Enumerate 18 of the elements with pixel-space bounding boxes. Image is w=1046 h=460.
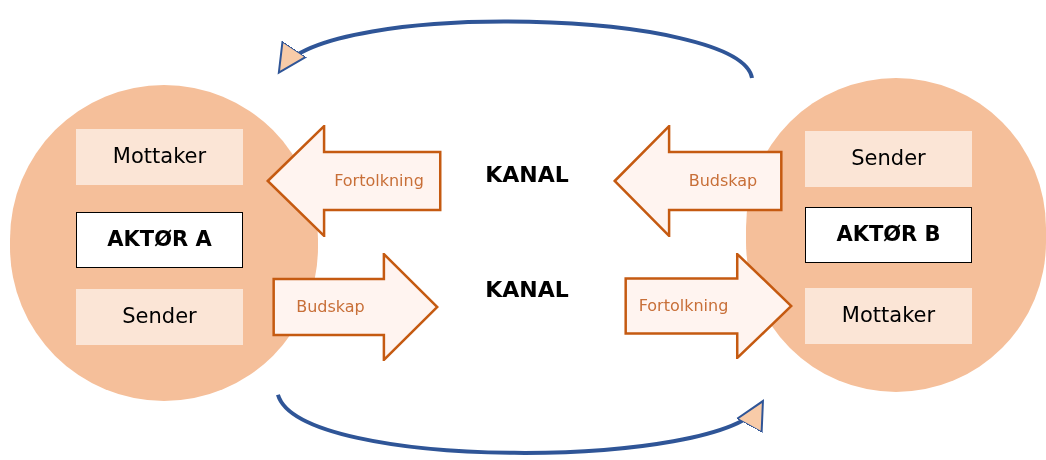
block-arrow-shape [624,253,793,359]
role-box: Sender [76,289,243,345]
role-box: Mottaker [805,288,972,344]
role-box: Mottaker [76,129,243,185]
curved-arrow [276,393,765,455]
arrow-label: Budskap [688,170,758,192]
arrow-label: Budskap [296,296,365,318]
channel-label: KANAL [484,161,570,189]
arrow-label: Fortolkning [638,295,729,317]
arrow-label: Fortolkning [334,170,424,192]
block-arrow-shape [266,125,442,237]
actor-box: AKTØR A [76,212,243,268]
actor-box: AKTØR B [805,207,972,263]
role-box: Sender [805,131,972,187]
channel-label: KANAL [484,276,570,304]
block-arrow-shape [272,253,439,361]
block-arrow-shape [613,125,783,237]
curved-arrow [277,19,754,80]
